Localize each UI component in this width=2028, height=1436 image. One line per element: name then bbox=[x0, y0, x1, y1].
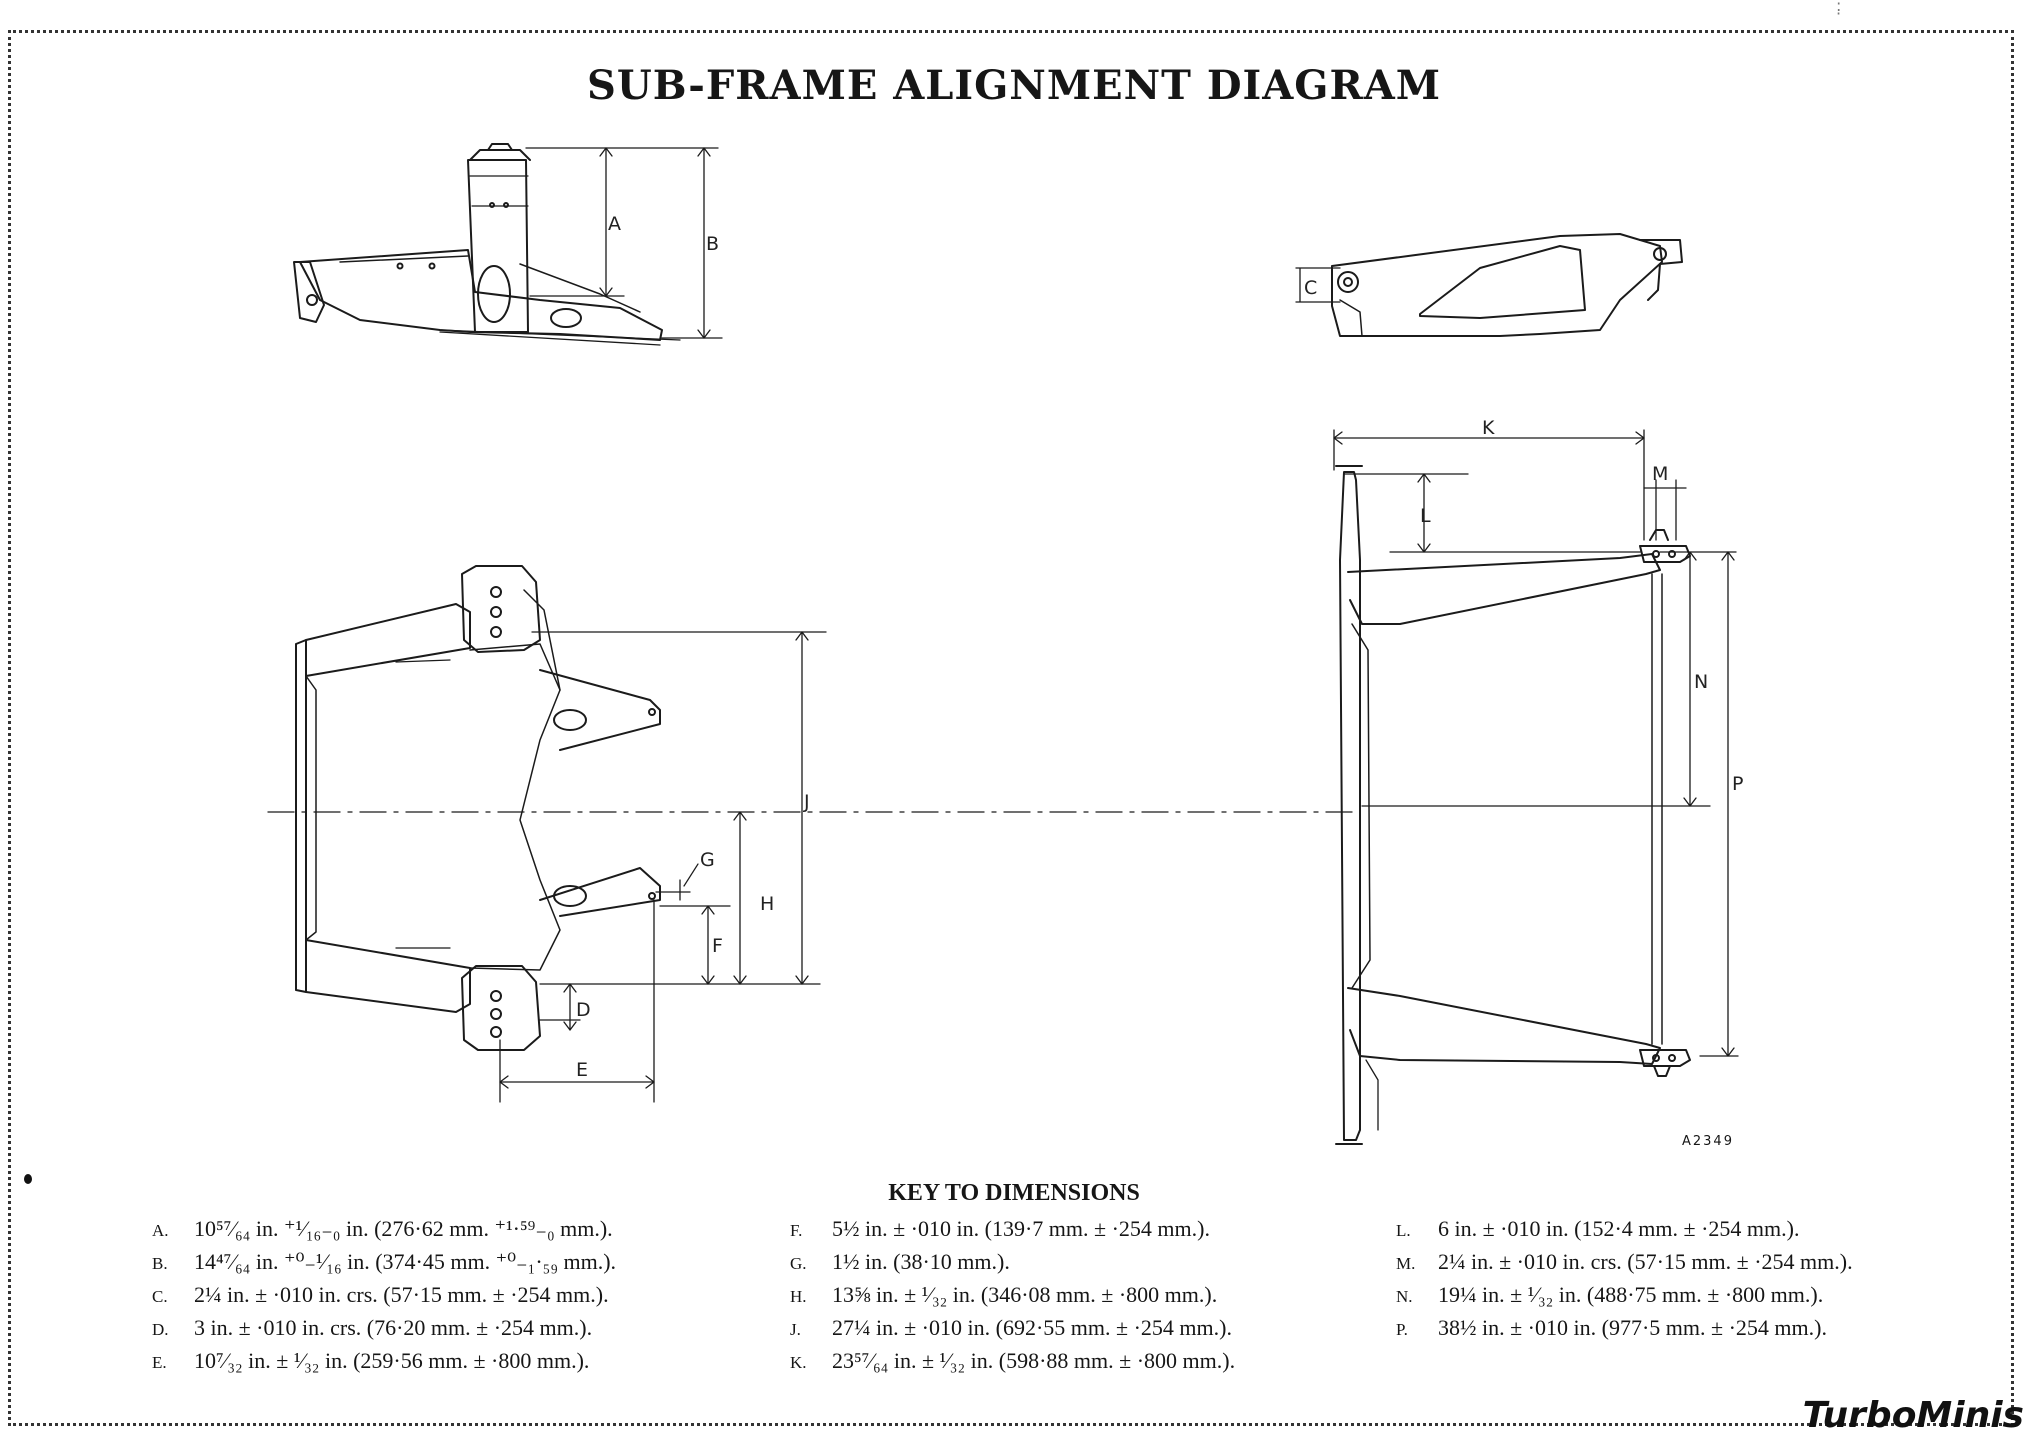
watermark-logo: TurboMinis bbox=[1802, 1395, 2024, 1436]
dimension-label-e: E bbox=[576, 1059, 588, 1081]
key-column-2: F.5½ in. ± ·010 in. (139·7 mm. ± ·254 mm… bbox=[790, 1216, 1235, 1381]
dimension-label-n: N bbox=[1694, 671, 1708, 693]
key-row: E.10⁷⁄₃₂ in. ± ¹⁄₃₂ in. (259·56 mm. ± ·8… bbox=[152, 1348, 590, 1373]
key-row: N.19¼ in. ± ¹⁄₃₂ in. (488·75 mm. ± ·800 … bbox=[1396, 1282, 1824, 1307]
rear-subframe-plan-view: K L M N P bbox=[1333, 417, 1743, 1145]
dimension-label-f: F bbox=[712, 935, 723, 957]
key-row: C.2¼ in. ± ·010 in. crs. (57·15 mm. ± ·2… bbox=[152, 1282, 609, 1307]
key-row: L.6 in. ± ·010 in. (152·4 mm. ± ·254 mm.… bbox=[1396, 1216, 1800, 1241]
dimension-label-d: D bbox=[576, 999, 591, 1021]
key-column-1: A.10⁵⁷⁄₆₄ in. ⁺¹⁄₁₆₋₀ in. (276·62 mm. ⁺¹… bbox=[152, 1216, 616, 1381]
scan-mark: :· bbox=[1836, 0, 1842, 23]
key-row: B.14⁴⁷⁄₆₄ in. ⁺⁰₋¹⁄₁₆ in. (374·45 mm. ⁺⁰… bbox=[152, 1249, 617, 1274]
dimension-label-j: J bbox=[803, 791, 810, 813]
front-subframe-side-view: A B bbox=[293, 143, 723, 346]
key-row: D.3 in. ± ·010 in. crs. (76·20 mm. ± ·25… bbox=[152, 1315, 593, 1340]
dimension-label-c: C bbox=[1304, 277, 1317, 299]
dimension-label-p: P bbox=[1732, 773, 1743, 795]
front-subframe-plan-view: J H F G D E bbox=[295, 565, 827, 1103]
key-row: P.38½ in. ± ·010 in. (977·5 mm. ± ·254 m… bbox=[1396, 1315, 1827, 1340]
key-column-3: L.6 in. ± ·010 in. (152·4 mm. ± ·254 mm.… bbox=[1396, 1216, 1853, 1348]
key-row: M.2¼ in. ± ·010 in. crs. (57·15 mm. ± ·2… bbox=[1396, 1249, 1853, 1274]
dimension-label-h: H bbox=[760, 893, 774, 915]
dimension-label-g: G bbox=[700, 849, 715, 871]
dimension-label-l: L bbox=[1420, 505, 1431, 527]
diagram-title: SUB-FRAME ALIGNMENT DIAGRAM bbox=[586, 62, 1442, 109]
figure-reference: A2349 bbox=[1682, 1134, 1734, 1149]
dimension-label-b: B bbox=[706, 233, 719, 255]
key-row: K.23⁵⁷⁄₆₄ in. ± ¹⁄₃₂ in. (598·88 mm. ± ·… bbox=[790, 1348, 1236, 1373]
page-border bbox=[8, 30, 2014, 1426]
rear-subframe-side-view: C bbox=[1295, 233, 1683, 337]
dimension-label-k: K bbox=[1482, 417, 1495, 439]
key-row: F.5½ in. ± ·010 in. (139·7 mm. ± ·254 mm… bbox=[790, 1216, 1210, 1241]
key-title: KEY TO DIMENSIONS bbox=[888, 1180, 1140, 1206]
dimension-label-a: A bbox=[608, 213, 621, 235]
dimension-label-m: M bbox=[1652, 463, 1668, 485]
key-row: J.27¼ in. ± ·010 in. (692·55 mm. ± ·254 … bbox=[790, 1315, 1232, 1340]
scan-dot bbox=[24, 1174, 32, 1184]
key-row: G.1½ in. (38·10 mm.). bbox=[790, 1249, 1010, 1274]
key-row: A.10⁵⁷⁄₆₄ in. ⁺¹⁄₁₆₋₀ in. (276·62 mm. ⁺¹… bbox=[152, 1216, 613, 1241]
key-row: H.13⅝ in. ± ¹⁄₃₂ in. (346·08 mm. ± ·800 … bbox=[790, 1282, 1218, 1307]
